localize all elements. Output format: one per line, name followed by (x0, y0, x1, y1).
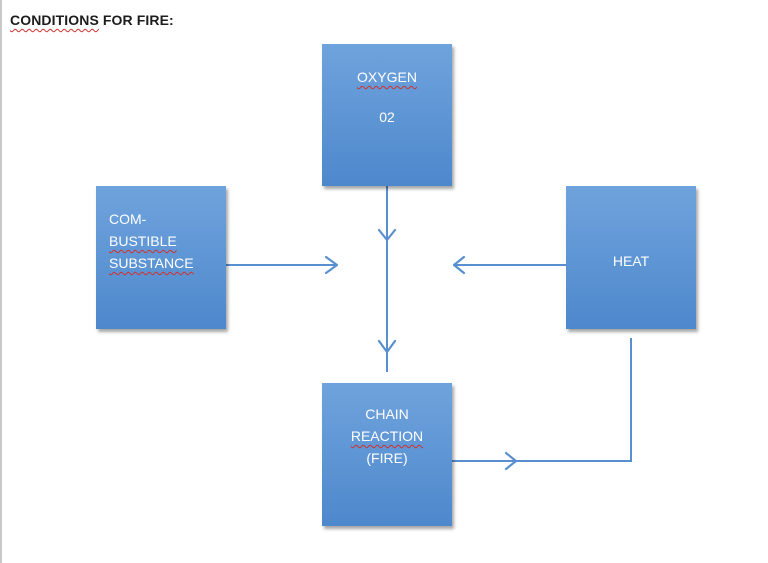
oxygen-label: OXYGEN (357, 69, 417, 85)
arrowhead-to-chain-right (504, 451, 518, 471)
arrowhead-to-chain (377, 339, 397, 354)
combustible-line-3: SUBSTANCE (109, 255, 194, 271)
oxygen-formula: 02 (379, 109, 395, 125)
chain-line-1: CHAIN (365, 406, 409, 422)
chain-line-2: REACTION (350, 428, 424, 444)
page-title: CONDITIONS FOR FIRE: (10, 12, 174, 28)
arrowhead-oxygen-down (377, 228, 397, 242)
combustible-line-2: BUSTIBLE (109, 233, 177, 249)
title-conditions: CONDITIONS (10, 12, 99, 28)
chain-line-3: (FIRE) (366, 450, 408, 466)
combustible-substance-box: COM- BUSTIBLE SUBSTANCE (96, 186, 226, 329)
connector-heat-return (452, 338, 632, 462)
arrowhead-combustible-right (324, 255, 339, 275)
title-rest: FOR FIRE: (98, 12, 174, 28)
combustible-line-1: COM- (109, 211, 147, 227)
arrowhead-heat-left (452, 255, 466, 275)
oxygen-box: OXYGEN 02 (322, 44, 452, 186)
heat-box: HEAT (566, 186, 696, 329)
chain-reaction-box: CHAIN REACTION (FIRE) (322, 383, 452, 526)
page-edge (0, 0, 2, 563)
heat-label: HEAT (612, 253, 650, 269)
